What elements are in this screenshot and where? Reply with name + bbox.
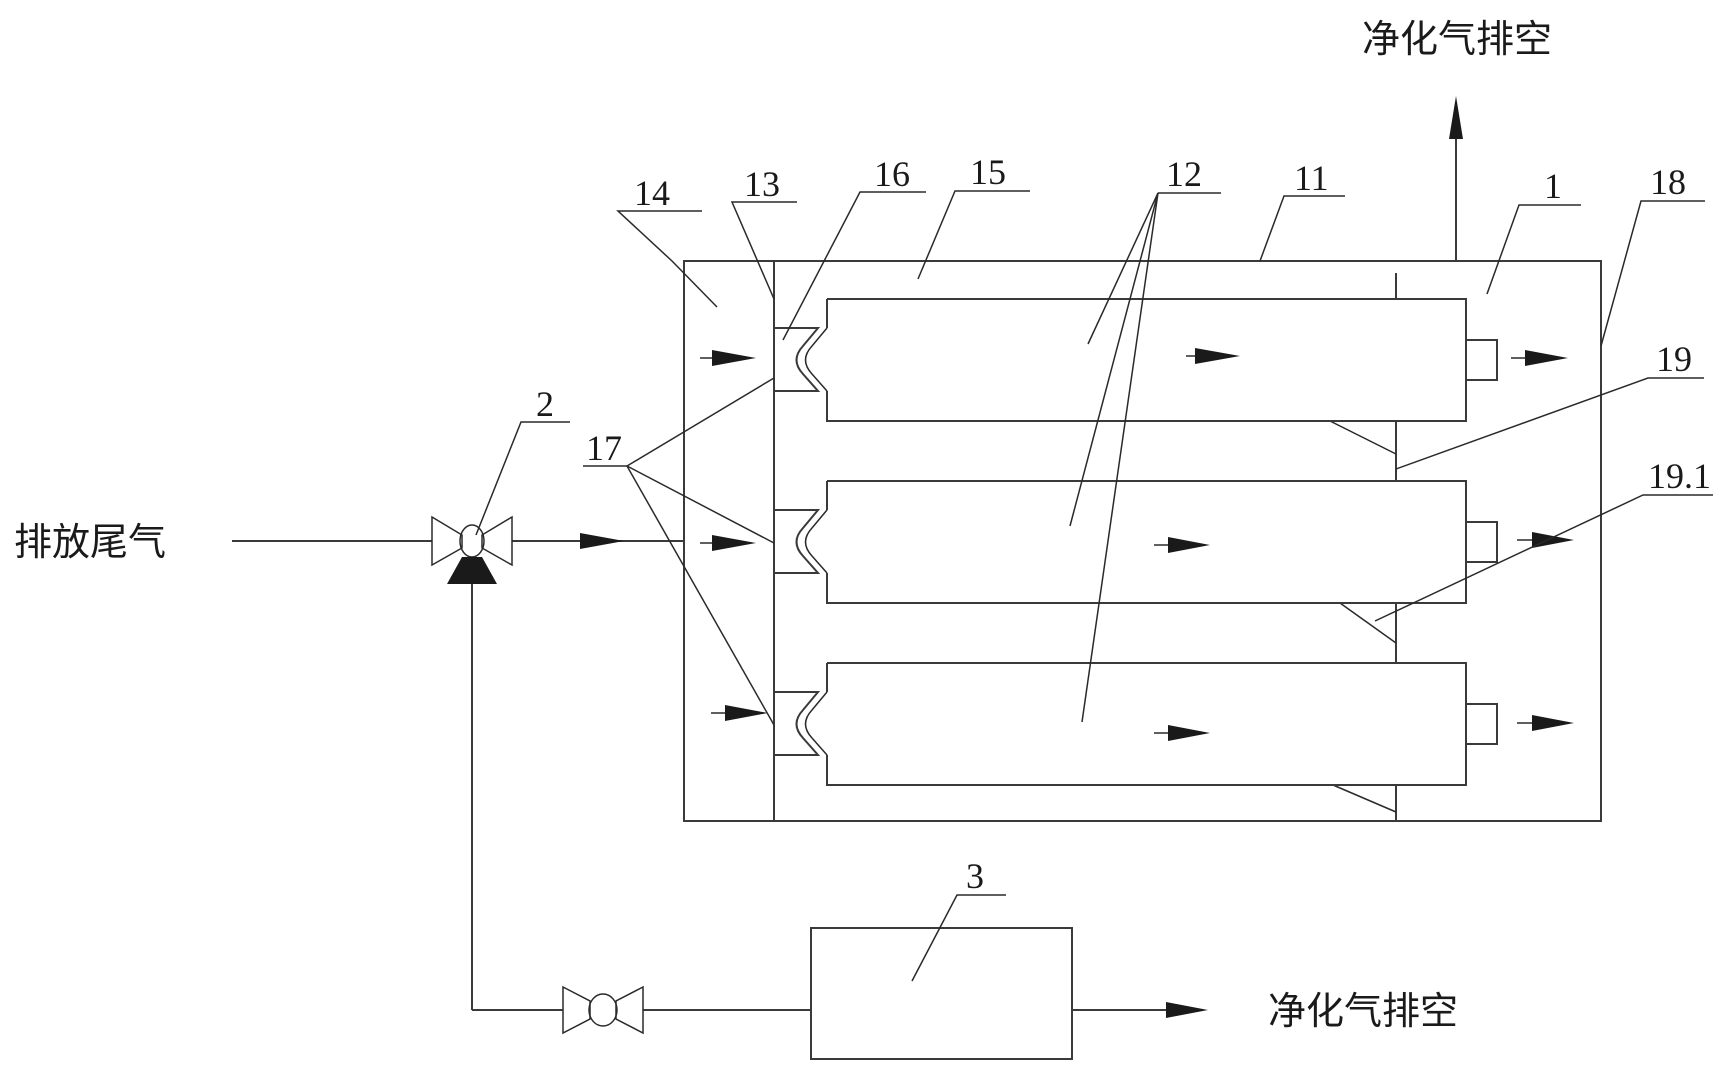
cartridge-outlet-nozzle (1465, 703, 1498, 745)
filter-cartridge-1 (774, 298, 1498, 422)
valve-left-cone (562, 985, 591, 1035)
flow-arrow-icon (1511, 350, 1568, 366)
flow-arrow-icon (1154, 725, 1210, 741)
flow-arrow-icon (1517, 715, 1574, 731)
callout-leader (626, 465, 775, 726)
callout-2: 2 (536, 384, 554, 424)
valve-right-cone (615, 985, 644, 1035)
callout-16: 16 (874, 154, 910, 194)
callout-14: 14 (634, 173, 670, 213)
partition-brace (1329, 420, 1397, 455)
flow-arrow-icon (711, 705, 768, 721)
three-way-valve (431, 515, 513, 584)
callout-leader (1395, 377, 1704, 470)
flow-arrow-icon (580, 533, 624, 549)
flow-arrows (700, 348, 1574, 741)
callout-leader (626, 465, 775, 544)
top-exhaust-pipe (1449, 96, 1463, 261)
filter-cartridge-2 (774, 480, 1498, 604)
up-arrow-icon (1449, 96, 1463, 139)
cartridge-seat (774, 327, 821, 392)
cartridge-seat (774, 509, 821, 574)
housing-outer-frame (683, 260, 1602, 822)
callout-1: 1 (1544, 166, 1562, 206)
valve-left-cone (431, 515, 463, 567)
callouts: 14 13 16 15 12 11 1 18 19 19.1 (475, 152, 1713, 982)
partition-brace (1332, 784, 1397, 813)
callout-19: 19 (1656, 339, 1692, 379)
callout-leader (1069, 192, 1159, 527)
inlet-pipe (232, 533, 684, 549)
flow-arrow-icon (700, 350, 756, 366)
callout-leader (1259, 195, 1345, 262)
bypass-valve (562, 985, 644, 1035)
flow-arrow-icon (1517, 532, 1574, 548)
bypass-pipe (471, 584, 811, 1011)
callout-15: 15 (970, 152, 1006, 192)
callout-leader (1081, 192, 1159, 723)
valve-body (459, 524, 485, 558)
callout-leader (1600, 200, 1705, 347)
callout-leader (626, 377, 775, 467)
callout-17: 17 (586, 428, 622, 468)
callout-leader (475, 421, 570, 536)
callout-3: 3 (966, 856, 984, 896)
flow-arrow-icon (700, 535, 756, 551)
valve-actuator-icon (447, 557, 497, 584)
inlet-label: 排放尾气 (14, 520, 166, 564)
callout-leader (782, 191, 926, 341)
bottom-exhaust-pipe (1072, 1002, 1208, 1018)
callout-19-1: 19.1 (1648, 456, 1711, 496)
callout-18: 18 (1650, 162, 1686, 202)
valve-body (588, 993, 618, 1027)
partition-brace (1339, 602, 1397, 644)
bottom-outlet-label: 净化气排空 (1268, 989, 1458, 1033)
callout-leader (616, 210, 718, 308)
flow-arrow-icon (1166, 1002, 1208, 1018)
callout-leader (1486, 204, 1581, 295)
flow-arrow-icon (1154, 537, 1210, 553)
callout-leader (1374, 494, 1713, 622)
cartridge-outlet-nozzle (1465, 521, 1498, 563)
callout-leader (730, 201, 797, 300)
filter-cartridge-3 (774, 662, 1498, 786)
callout-leader (911, 894, 1006, 982)
callout-11: 11 (1294, 158, 1329, 198)
top-outlet-label: 净化气排空 (1362, 17, 1552, 61)
callout-leader (917, 190, 1030, 280)
callout-leader (1087, 192, 1159, 345)
flow-arrow-icon (1186, 348, 1240, 364)
valve-right-cone (481, 515, 513, 567)
callout-12: 12 (1166, 154, 1202, 194)
callout-13: 13 (744, 164, 780, 204)
secondary-treatment-unit (810, 927, 1073, 1060)
cartridge-seat (774, 691, 821, 756)
cartridge-outlet-nozzle (1465, 339, 1498, 381)
purification-housing (683, 260, 1602, 822)
